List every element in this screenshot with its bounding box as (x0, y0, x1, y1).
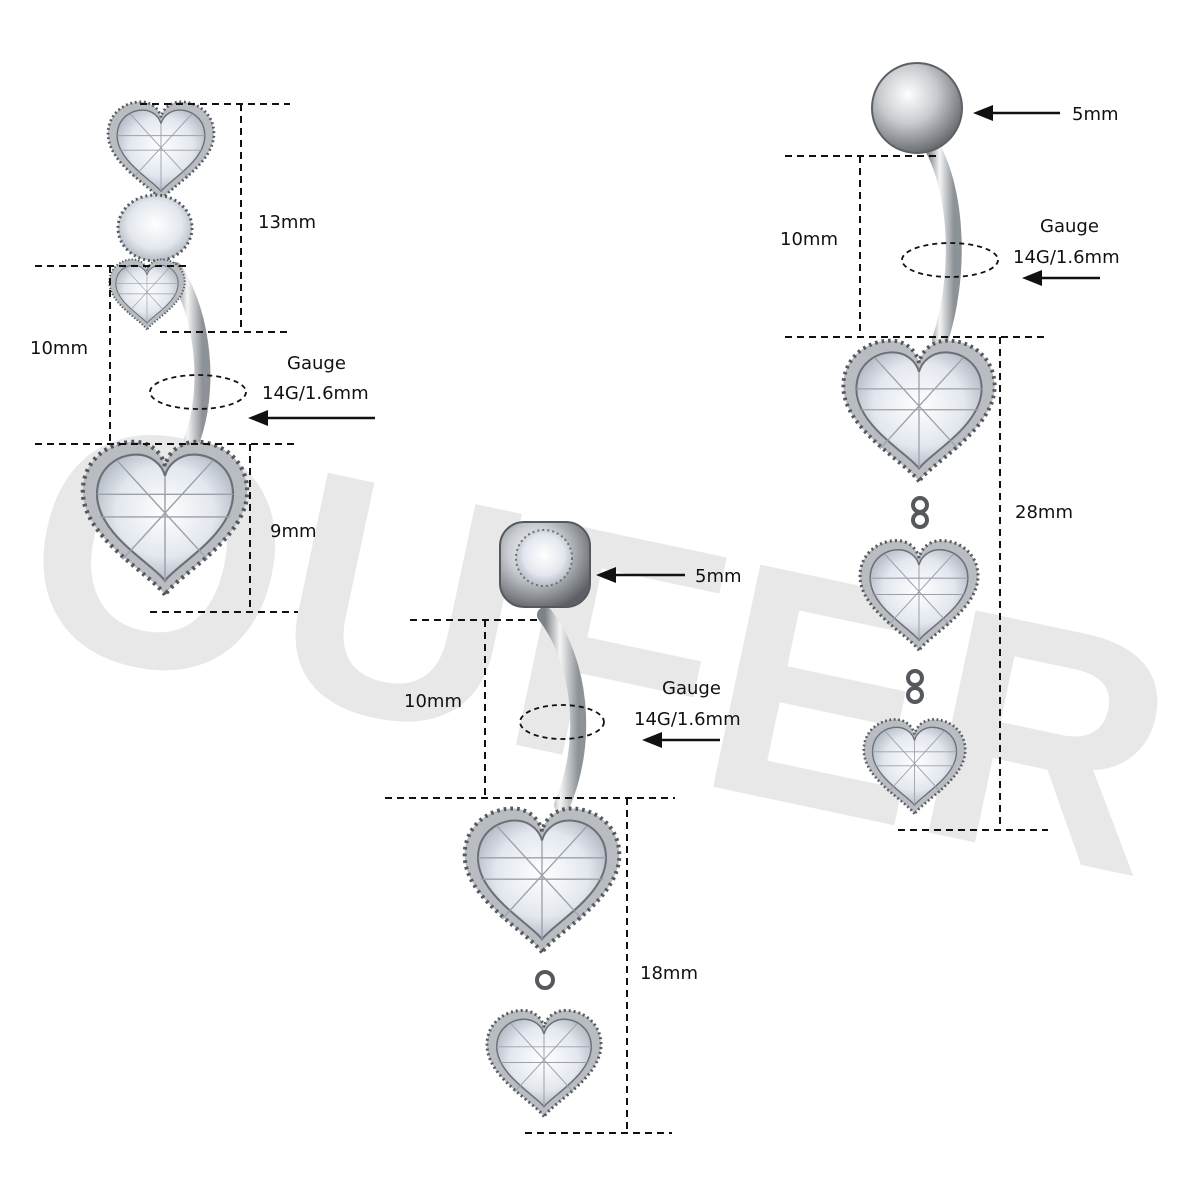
product-right: 5mm 10mm Gauge 14G/1.6mm 28mm (780, 62, 1120, 831)
ball-right (871, 62, 963, 154)
label-bottom-height-left: 9mm (270, 521, 317, 542)
gauge-ring-middle (519, 704, 605, 740)
label-ball-size-right: 5mm (1072, 104, 1119, 125)
jewelry-middle (465, 521, 620, 1119)
arrow-head-icon (642, 732, 662, 748)
label-bar-length-left: 10mm (30, 338, 88, 359)
gem-heart-main-middle (465, 809, 620, 953)
gem-mid-left (116, 193, 194, 263)
product-left: 13mm 10mm Gauge 14G/1.6mm 9mm (30, 100, 375, 613)
gem-small-left (108, 258, 186, 331)
label-gauge-title-middle: Gauge (662, 678, 721, 699)
label-gauge-value-left: 14G/1.6mm (262, 383, 369, 404)
arrow-head-icon (596, 567, 616, 583)
label-top-height-left: 13mm (258, 212, 316, 233)
label-gauge-title-right: Gauge (1040, 216, 1099, 237)
product-middle: 5mm 10mm Gauge 14G/1.6mm 18mm (385, 521, 742, 1134)
label-bar-length-middle: 10mm (404, 691, 462, 712)
label-bar-length-right: 10mm (780, 229, 838, 250)
measures-left (35, 103, 375, 613)
jewelry-right (843, 62, 994, 816)
gem-heart-1-right (843, 341, 994, 482)
measures-middle (385, 567, 720, 1134)
bar-right (920, 132, 962, 348)
label-ball-size-middle: 5mm (695, 566, 742, 587)
arrow-head-icon (1022, 270, 1042, 286)
measures-right (785, 105, 1100, 831)
label-dangle-length-right: 28mm (1015, 502, 1073, 523)
label-gauge-title-left: Gauge (287, 353, 346, 374)
label-gauge-value-right: 14G/1.6mm (1013, 247, 1120, 268)
gauge-ring-left (149, 374, 247, 410)
label-gauge-value-middle: 14G/1.6mm (634, 709, 741, 730)
jewelry-left (83, 100, 247, 595)
arrow-head-icon (248, 410, 268, 426)
gem-heart-dangle-middle (485, 1008, 603, 1119)
arrow-head-icon (973, 105, 993, 121)
bar-middle (537, 607, 587, 813)
label-dangle-length-middle: 18mm (640, 963, 698, 984)
gauge-ring-right (901, 242, 999, 278)
gem-top-left (106, 100, 216, 202)
